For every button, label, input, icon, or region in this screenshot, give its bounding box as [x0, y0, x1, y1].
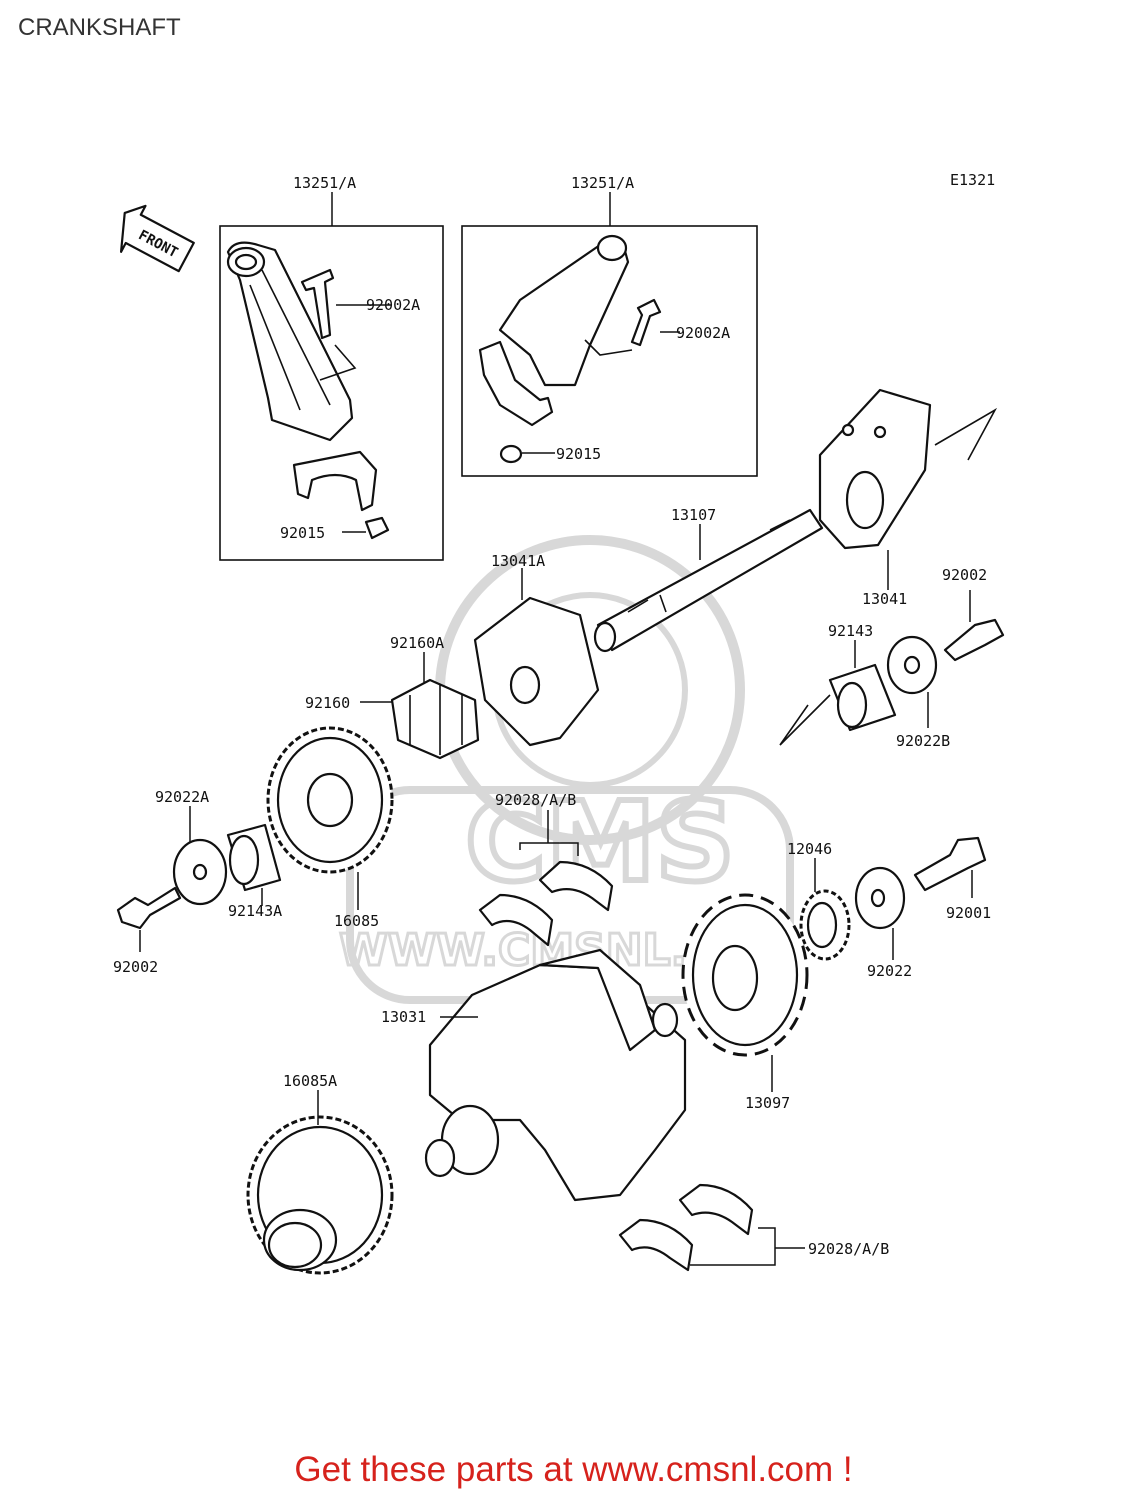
label-gear-mid: 16085 [334, 912, 379, 930]
bearing-shells-upper [478, 860, 614, 947]
coupling-a [473, 596, 600, 747]
label-coupling-a: 13041A [491, 552, 545, 570]
label-collar-left: 92143A [228, 902, 282, 920]
nut-right [499, 444, 523, 464]
bearing-shells-lower [618, 1183, 754, 1272]
rotor-gear [681, 893, 809, 1057]
connecting-rod-right [478, 234, 630, 427]
label-rotor-gear: 13097 [745, 1094, 790, 1112]
crankshaft [424, 948, 687, 1202]
label-crankshaft: 13031 [381, 1008, 426, 1026]
output-shaft [593, 508, 824, 653]
label-bearing-upper: 92028/A/B [495, 791, 576, 809]
bolt-right [630, 298, 662, 347]
crankshaft-exploded-diagram: CMS WWW.CMSNL.COM E1321 FRONT 13251/A 92… [113, 171, 1005, 1275]
label-bolt-left-low: 92002 [113, 958, 158, 976]
label-nut-right: 92015 [556, 445, 601, 463]
gear-large [246, 1115, 394, 1275]
front-arrow-icon: FRONT [119, 204, 195, 273]
label-coupling: 13041 [862, 590, 907, 608]
label-nut-left: 92015 [280, 524, 325, 542]
gear-mid [266, 726, 394, 874]
coupling-right [818, 388, 932, 550]
shop-link[interactable]: Get these parts at www.cmsnl.com ! [294, 1450, 853, 1489]
label-bolt-right: 92002A [676, 324, 730, 342]
label-conrod-right: 13251/A [571, 174, 634, 192]
bolt-top-right [943, 618, 1005, 662]
bearing-cap-left [292, 450, 378, 512]
label-washer-left: 92022A [155, 788, 209, 806]
label-bolt-left: 92002A [366, 296, 420, 314]
page-title: CRANKSHAFT [18, 14, 181, 41]
label-bolt-top-right: 92002 [942, 566, 987, 584]
washer-left [172, 838, 228, 906]
nut-left [364, 516, 390, 540]
label-washer-small: 92022 [867, 962, 912, 980]
bolt-left-low [116, 886, 182, 930]
label-bolt-right-low: 92001 [946, 904, 991, 922]
washer-small [854, 866, 906, 930]
label-gear-large: 16085A [283, 1072, 337, 1090]
sprocket-small [799, 889, 851, 961]
label-bearing-lower: 92028/A/B [808, 1240, 889, 1258]
label-damper-a: 92160A [390, 634, 444, 652]
connecting-rod-left [226, 241, 354, 442]
collar-right [828, 663, 897, 732]
diagram-code: E1321 [950, 171, 995, 189]
bolt-left [300, 268, 335, 340]
label-shaft: 13107 [671, 506, 716, 524]
washer-right [886, 635, 938, 695]
label-conrod-left: 13251/A [293, 174, 356, 192]
damper-rubbers [390, 678, 480, 760]
label-collar-right: 92143 [828, 622, 873, 640]
bolt-right-low [913, 836, 987, 892]
label-washer-right: 92022B [896, 732, 950, 750]
label-sprocket-small: 12046 [787, 840, 832, 858]
label-damper: 92160 [305, 694, 350, 712]
collar-left [226, 823, 282, 892]
